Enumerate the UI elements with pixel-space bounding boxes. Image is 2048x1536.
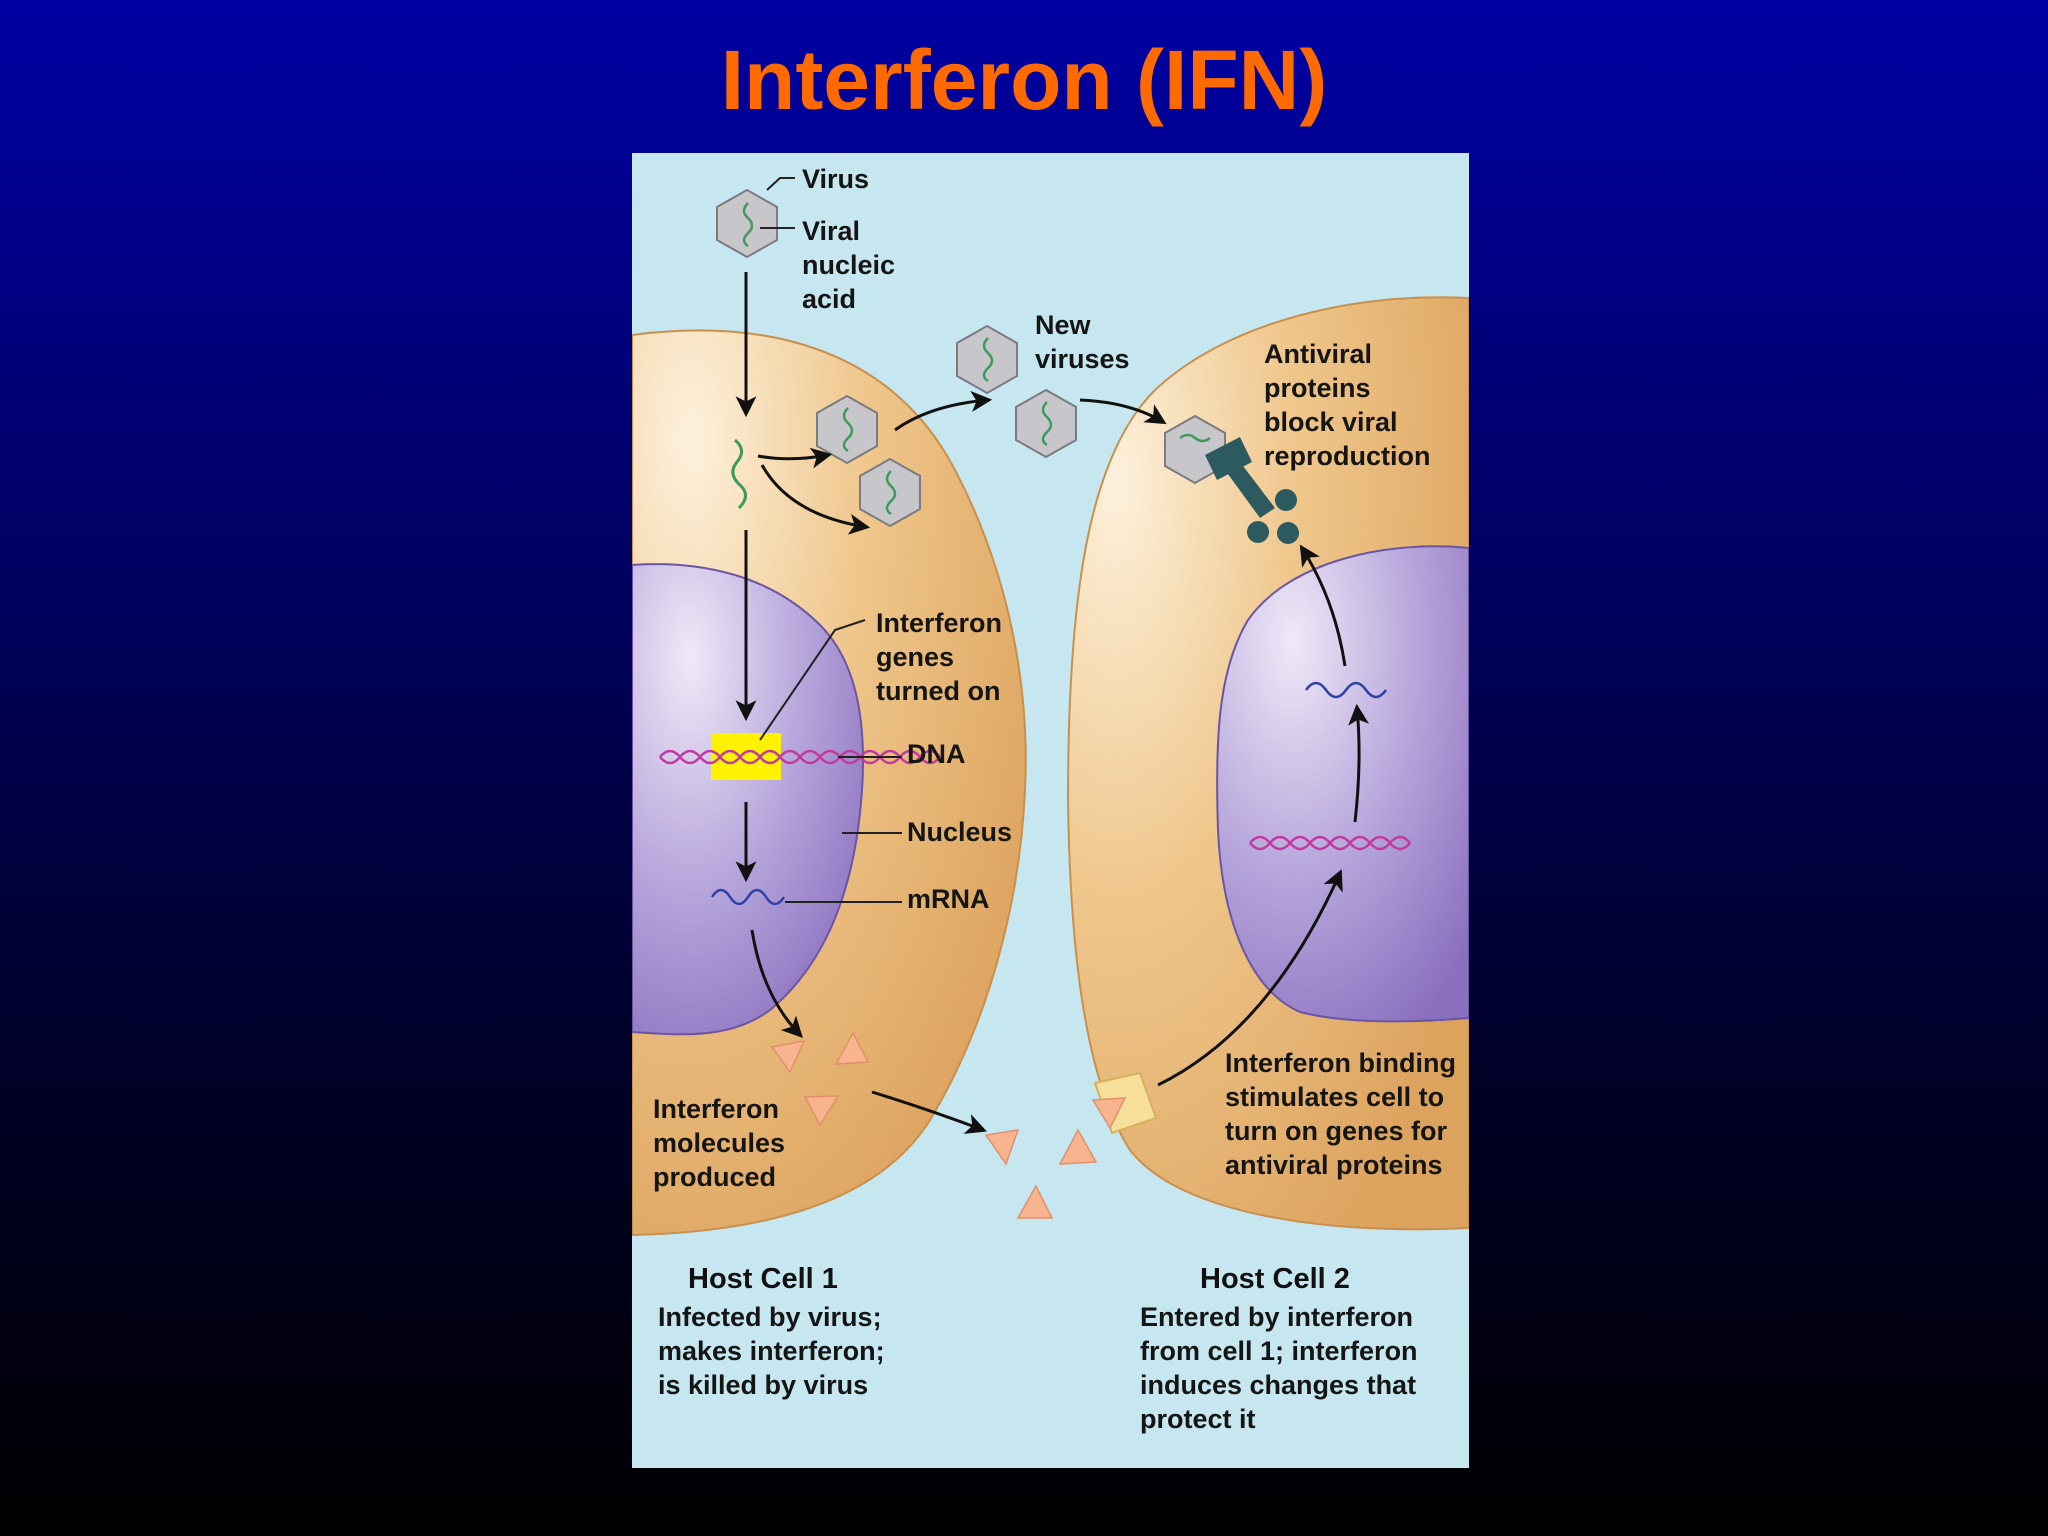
label-new-viruses: New viruses [1035, 310, 1130, 374]
viral-nucleic-acid-strand [731, 438, 747, 510]
mrna-strand-1 [710, 888, 786, 906]
label-antiviral-proteins: Antiviral proteins block viral reproduct… [1264, 339, 1431, 471]
nucleus-1 [632, 563, 865, 1036]
caption-host-cell-2-text: Entered by interferon from cell 1; inter… [1140, 1302, 1425, 1434]
interferon-gene-highlight [711, 733, 781, 780]
virus-icon [1015, 388, 1077, 459]
label-interferon-genes: Interferon genes turned on [876, 608, 1010, 706]
dna-strand-2 [1249, 835, 1411, 851]
interferon-molecule [834, 1031, 870, 1065]
label-virus: Virus [802, 164, 869, 194]
label-mrna: mRNA [907, 884, 990, 914]
interferon-receptor [1091, 1071, 1158, 1135]
process-arrows [735, 272, 1370, 1134]
mrna-strand-2 [1304, 681, 1388, 699]
interferon-molecule [1058, 1128, 1098, 1165]
interferon-molecule [770, 1039, 806, 1074]
antiviral-protein-icon [1205, 437, 1299, 544]
virus-icon [716, 188, 778, 259]
slide-title: Interferon (IFN) [720, 33, 1328, 127]
interferon-molecules [770, 1031, 1098, 1219]
virus-icon [816, 394, 878, 465]
virus-icon [859, 457, 921, 528]
caption-host-cell-2-title: Host Cell 2 [1200, 1263, 1350, 1295]
label-dna: DNA [907, 739, 966, 769]
dna-strand-1 [659, 749, 941, 765]
label-nucleus: Nucleus [907, 817, 1012, 847]
label-interferon-binding: Interferon binding stimulates cell to tu… [1225, 1048, 1464, 1180]
label-interferon-molecules: Interferon molecules produced [653, 1094, 793, 1192]
label-viral-nucleic-acid: Viral nucleic acid [802, 216, 903, 314]
interferon-molecule [1016, 1184, 1054, 1219]
caption-host-cell-1-text: Infected by virus; makes interferon; is … [658, 1302, 892, 1400]
caption-host-cell-1-title: Host Cell 1 [688, 1263, 838, 1295]
virus-icon [1164, 414, 1226, 485]
label-leader-lines [759, 177, 902, 903]
interferon-molecule [984, 1129, 1020, 1166]
nucleus-2 [1216, 545, 1469, 1023]
interferon-molecule [803, 1095, 840, 1127]
